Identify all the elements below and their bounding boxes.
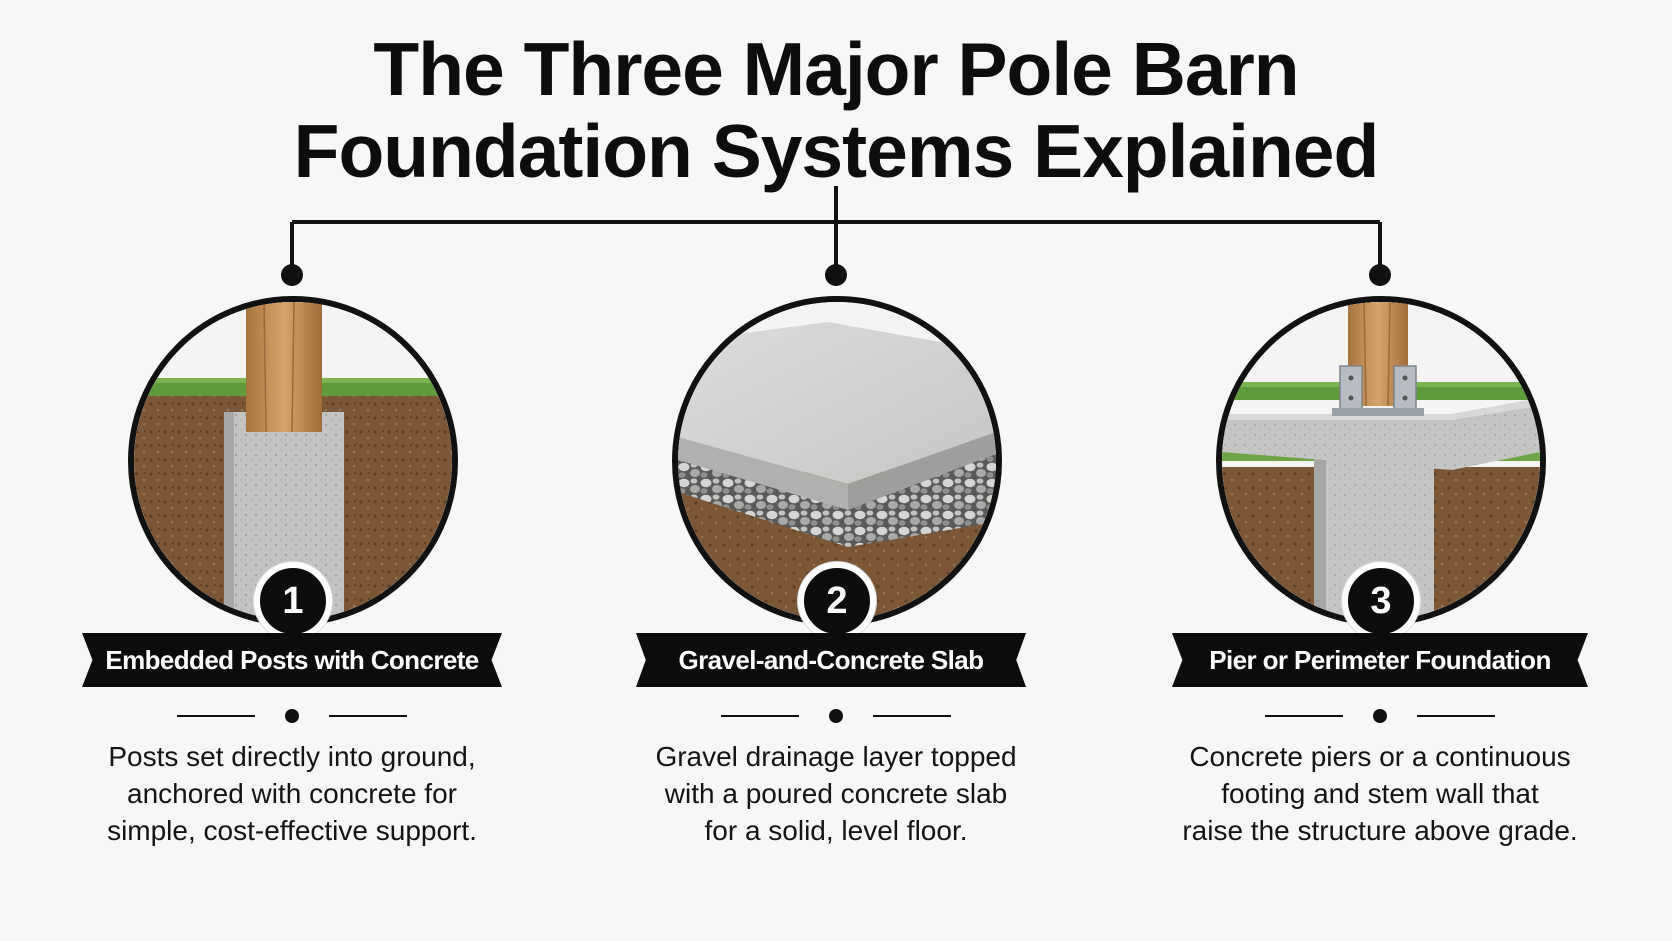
divider-rule-left xyxy=(1265,715,1343,717)
description-line: footing and stem wall that xyxy=(1221,778,1539,809)
connector-node-2 xyxy=(825,264,847,286)
divider-dot xyxy=(285,709,299,723)
connector-node-1 xyxy=(281,264,303,286)
description-line: with a poured concrete slab xyxy=(664,778,1008,809)
divider-2 xyxy=(721,709,951,723)
divider-rule-left xyxy=(721,715,799,717)
divider-rule-right xyxy=(873,715,951,717)
system-description-3: Concrete piers or a continuous footing a… xyxy=(1120,738,1640,849)
description-line: for a solid, level floor. xyxy=(704,815,968,846)
step-badge-2: 2 xyxy=(798,562,876,640)
connector-node-3 xyxy=(1369,264,1391,286)
divider-1 xyxy=(177,709,407,723)
divider-rule-right xyxy=(329,715,407,717)
step-badge-1: 1 xyxy=(254,562,332,640)
description-line: anchored with concrete for xyxy=(127,778,457,809)
system-description-2: Gravel drainage layer topped with a pour… xyxy=(576,738,1096,849)
system-label-3: Pier or Perimeter Foundation xyxy=(1172,633,1588,687)
page-title: The Three Major Pole Barn Foundation Sys… xyxy=(0,28,1672,192)
system-description-1: Posts set directly into ground, anchored… xyxy=(32,738,552,849)
step-badge-3: 3 xyxy=(1342,562,1420,640)
description-line: Gravel drainage layer topped xyxy=(655,741,1017,772)
description-line: simple, cost-effective support. xyxy=(107,815,477,846)
divider-rule-right xyxy=(1417,715,1495,717)
connector-lines xyxy=(281,186,1391,286)
title-line-2: Foundation Systems Explained xyxy=(293,109,1380,193)
description-line: Concrete piers or a continuous xyxy=(1189,741,1571,772)
divider-dot xyxy=(1373,709,1387,723)
description-line: raise the structure above grade. xyxy=(1182,815,1578,846)
title-line-1: The Three Major Pole Barn xyxy=(373,27,1299,111)
divider-3 xyxy=(1265,709,1495,723)
divider-rule-left xyxy=(177,715,255,717)
system-label-1: Embedded Posts with Concrete xyxy=(82,633,502,687)
system-label-2: Gravel-and-Concrete Slab xyxy=(636,633,1026,687)
description-line: Posts set directly into ground, xyxy=(108,741,476,772)
divider-dot xyxy=(829,709,843,723)
